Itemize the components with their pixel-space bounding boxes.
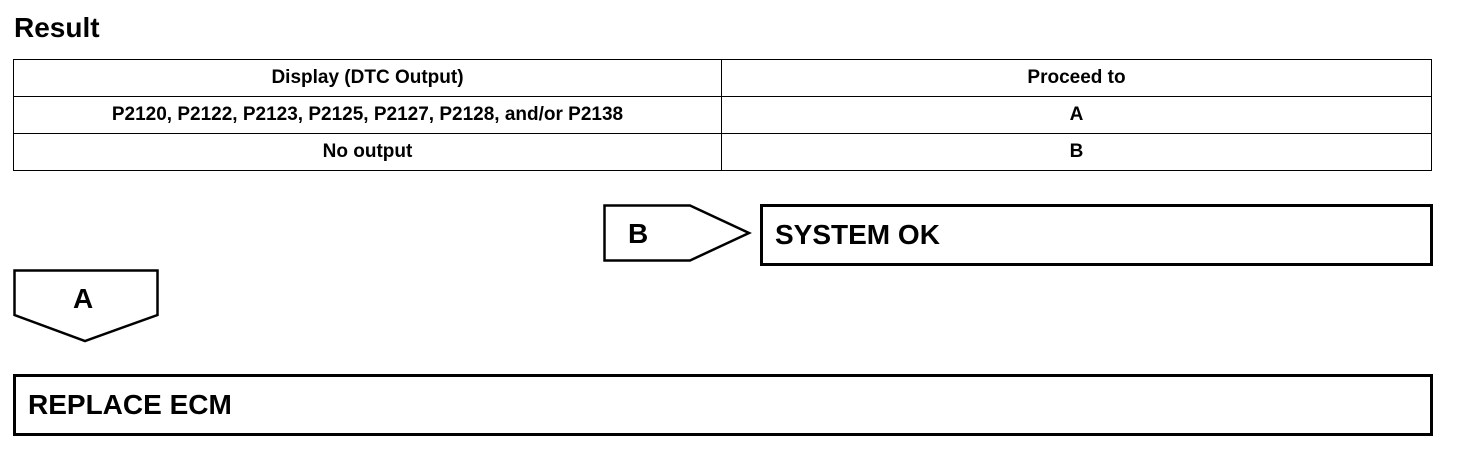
column-header-proceed: Proceed to bbox=[721, 59, 1432, 97]
flow-arrow-b: B bbox=[603, 204, 753, 262]
replace-ecm-label: REPLACE ECM bbox=[28, 389, 232, 420]
table-cell-proceed: A bbox=[721, 96, 1432, 134]
table-cell-display: P2120, P2122, P2123, P2125, P2127, P2128… bbox=[13, 96, 722, 134]
table-row: No output B bbox=[13, 133, 1432, 171]
page-title: Result bbox=[14, 12, 100, 43]
flow-arrow-a: A bbox=[13, 269, 159, 344]
table-row: P2120, P2122, P2123, P2125, P2127, P2128… bbox=[13, 96, 1432, 134]
table-header-row: Display (DTC Output) Proceed to bbox=[13, 59, 1432, 97]
replace-ecm-box: REPLACE ECM bbox=[13, 374, 1433, 436]
system-ok-label: SYSTEM OK bbox=[775, 219, 940, 250]
system-ok-box: SYSTEM OK bbox=[760, 204, 1433, 266]
column-header-display: Display (DTC Output) bbox=[13, 59, 722, 97]
flow-arrow-a-label: A bbox=[73, 283, 94, 314]
table-cell-display: No output bbox=[13, 133, 722, 171]
table-cell-proceed: B bbox=[721, 133, 1432, 171]
result-table: Display (DTC Output) Proceed to P2120, P… bbox=[13, 59, 1432, 171]
down-arrow-icon bbox=[13, 269, 159, 343]
right-arrow-icon bbox=[603, 204, 752, 262]
flow-arrow-b-label: B bbox=[628, 218, 649, 249]
